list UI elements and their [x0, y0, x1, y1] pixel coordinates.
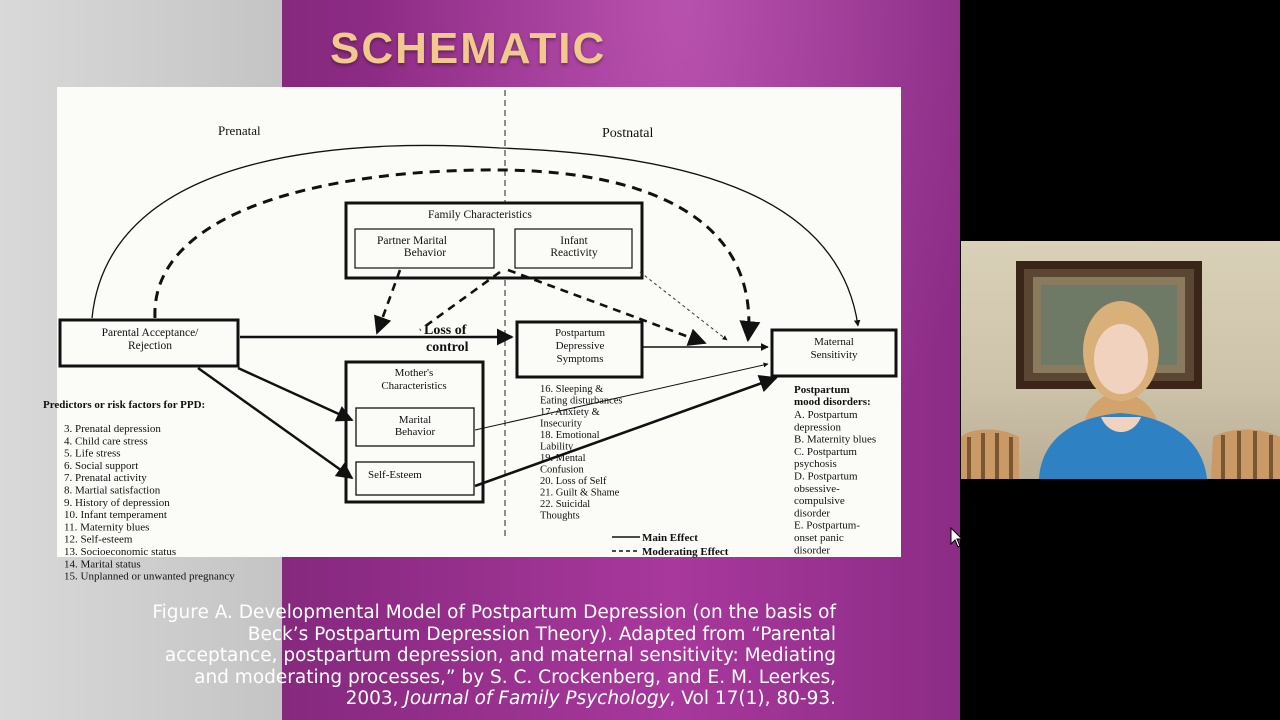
risk-factor-item: 13. Socioeconomic status [64, 546, 176, 558]
mothers-characteristics-label-2: Characteristics [381, 380, 446, 392]
mood-disorders-heading: Postpartum [794, 384, 850, 396]
mood-disorder-item: depression [794, 421, 842, 433]
partner-marital-behavior-label-2: Behavior [404, 247, 446, 259]
mood-disorders-heading-2: mood disorders: [794, 396, 871, 408]
symptom-item: Thoughts [540, 511, 580, 522]
depressive-symptoms-label-2: Depressive [556, 340, 605, 352]
symptom-item: 20. Loss of Self [540, 476, 607, 487]
prenatal-label: Prenatal [218, 123, 261, 138]
symptom-item: 19. Mental [540, 453, 586, 464]
symptom-item: Confusion [540, 465, 585, 476]
parental-acceptance-label-2: Rejection [128, 340, 172, 352]
mouse-pointer-icon [950, 527, 964, 554]
infant-to-sensitivity-arrow [640, 272, 727, 340]
risk-factor-item: 4. Child care stress [64, 435, 148, 447]
symptom-item: 17. Anxiety & [540, 407, 600, 418]
mood-disorder-item: disorder [794, 507, 830, 519]
slide: SCHEMATIC Prenatal Postnatal Family Char… [0, 0, 960, 720]
legend-moderating-label: Moderating Effect [642, 546, 729, 558]
presenter-webcam [961, 241, 1280, 479]
family-characteristics-label: Family Characteristics [428, 209, 532, 221]
risk-factor-item: 14. Marital status [64, 558, 141, 570]
parental-acceptance-label: Parental Acceptance/ [102, 327, 200, 339]
infant-reactivity-label: Infant [560, 235, 588, 247]
caption-line-1: Figure A. Developmental Model of Postpar… [60, 602, 836, 624]
maternal-sensitivity-label-2: Sensitivity [810, 349, 858, 361]
mood-disorder-item: compulsive [794, 495, 845, 507]
symptom-item: Lability [540, 442, 574, 453]
mood-disorder-item: psychosis [794, 458, 837, 470]
loss-of-control-label: Loss of [424, 323, 467, 338]
legend-main-label: Main Effect [642, 532, 698, 544]
caption-journal: Journal of Family Psychology [404, 688, 669, 709]
presenter-video-icon [961, 241, 1280, 479]
caption-line-5: 2003, Journal of Family Psychology, Vol … [60, 688, 836, 710]
marital-behavior-label: Marital [399, 414, 431, 426]
family-to-loss-arrow [420, 272, 500, 330]
mood-disorder-item: C. Postpartum [794, 446, 857, 458]
risk-factor-item: 8. Martial satisfaction [64, 485, 161, 497]
symptom-item: Insecurity [540, 419, 583, 430]
marital-behavior-label-2: Behavior [395, 426, 436, 438]
symptom-item: 18. Emotional [540, 430, 600, 441]
mood-disorder-item: onset panic [794, 532, 844, 544]
depressive-symptoms-label-3: Symptoms [556, 353, 603, 365]
mood-disorder-item: E. Postpartum- [794, 520, 860, 532]
symptom-item: Eating disturbances [540, 396, 623, 407]
risk-factor-item: 12. Self-esteem [64, 534, 133, 546]
symptom-item: 16. Sleeping & [540, 384, 603, 395]
risk-factor-item: 9. History of depression [64, 497, 170, 509]
mood-disorder-item: disorder [794, 544, 830, 556]
schematic-diagram: Prenatal Postnatal Family Characteristic… [0, 0, 960, 600]
postnatal-label: Postnatal [602, 126, 653, 141]
mood-disorder-item: B. Maternity blues [794, 434, 876, 446]
risk-factor-item: 6. Social support [64, 460, 138, 472]
risk-factor-item: 11. Maternity blues [64, 521, 149, 533]
risk-factor-item: 3. Prenatal depression [64, 423, 161, 435]
infant-reactivity-label-2: Reactivity [550, 247, 598, 259]
caption-line-2: Beck’s Postpartum Depression Theory). Ad… [60, 624, 836, 646]
symptom-item: 22. Suicidal [540, 499, 590, 510]
mood-disorder-item: obsessive- [794, 483, 840, 495]
caption-line-4: and moderating processes,” by S. C. Croc… [60, 667, 836, 689]
self-esteem-to-sensitivity-arrow [475, 378, 776, 486]
risk-factor-item: 7. Prenatal activity [64, 472, 147, 484]
mood-disorder-item: D. Postpartum [794, 471, 858, 483]
caption-volume: , Vol 17(1), 80-93. [670, 688, 836, 709]
self-esteem-label: Self-Esteem [368, 469, 422, 481]
caption-year: 2003, [346, 688, 405, 709]
parental-to-marital-arrow [238, 368, 352, 420]
loss-of-control-label-2: control [426, 340, 469, 355]
figure-caption: Figure A. Developmental Model of Postpar… [60, 602, 836, 710]
risk-factor-item: 15. Unplanned or unwanted pregnancy [64, 571, 235, 583]
maternal-sensitivity-label: Maternal [814, 336, 854, 348]
caption-line-3: acceptance, postpartum depression, and m… [60, 645, 836, 667]
partner-marital-behavior-label: Partner Marital [377, 235, 447, 247]
risk-factor-item: 5. Life stress [64, 448, 121, 460]
risk-factor-item: 10. Infant temperament [64, 509, 167, 521]
depressive-symptoms-label: Postpartum [555, 327, 606, 339]
mothers-characteristics-label: Mother's [395, 367, 434, 379]
risk-factors-heading: Predictors or risk factors for PPD: [43, 399, 205, 411]
mood-disorder-item: A. Postpartum [794, 409, 858, 421]
symptom-item: 21. Guilt & Shame [540, 488, 620, 499]
